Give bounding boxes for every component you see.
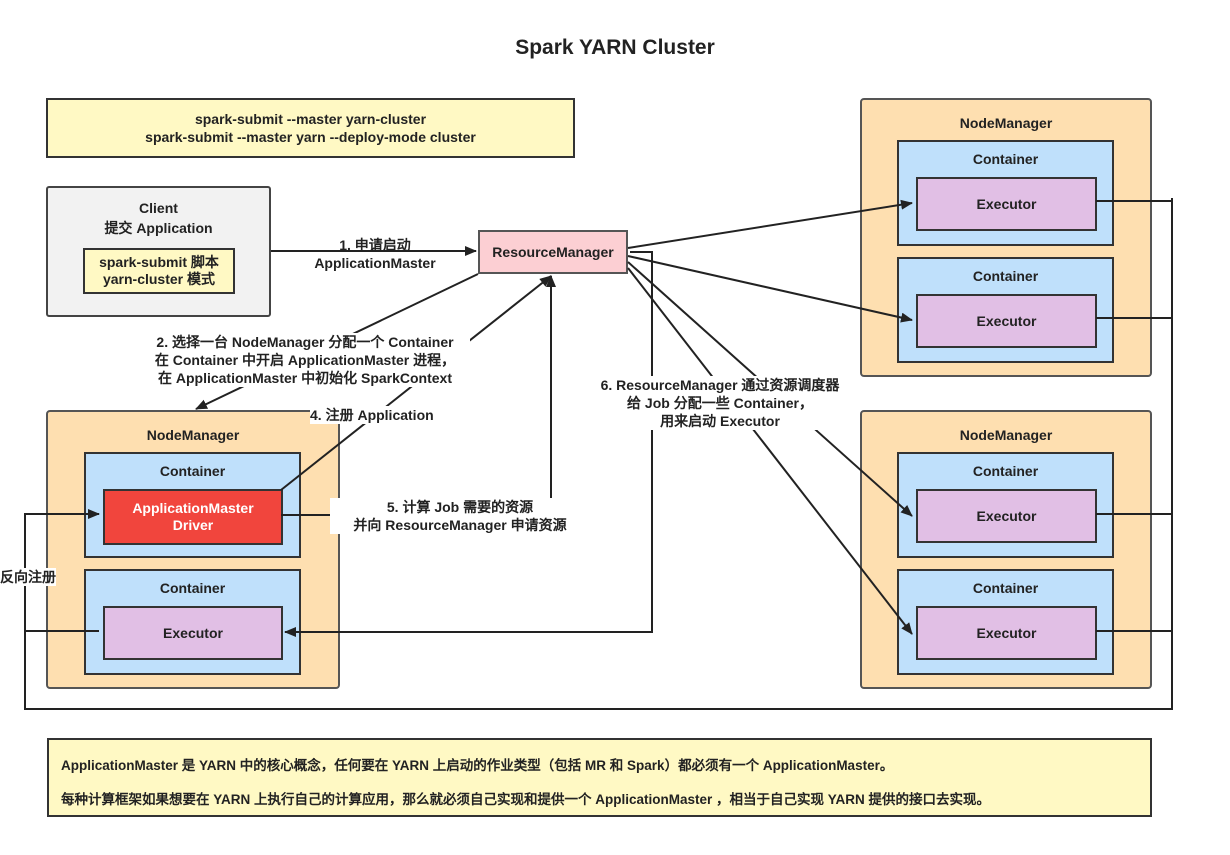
step6-line-2: 给 Job 分配一些 Container， [590, 394, 850, 412]
left-container-executor: Container Executor [84, 569, 301, 675]
bottom-note: ApplicationMaster 是 YARN 中的核心概念，任何要在 YAR… [47, 738, 1152, 817]
step1-line-2: ApplicationMaster [314, 255, 436, 271]
bottom-note-line-1: ApplicationMaster 是 YARN 中的核心概念，任何要在 YAR… [61, 758, 894, 773]
right-bottom-container-2: Container Executor [897, 569, 1114, 675]
left-container-app-master: Container ApplicationMaster Driver [84, 452, 301, 558]
container-title: Container [972, 463, 1039, 479]
step1-label: 1. 申请启动 ApplicationMaster [300, 236, 450, 272]
container-title: Container [159, 580, 226, 596]
step6-line-1: 6. ResourceManager 通过资源调度器 [590, 376, 850, 394]
left-node-manager: NodeManager Container ApplicationMaster … [46, 410, 340, 689]
step5-line-2: 并向 ResourceManager 申请资源 [330, 516, 590, 534]
command-line-1: spark-submit --master yarn-cluster [194, 111, 427, 127]
driver-label: Driver [172, 517, 214, 533]
right-top-node-manager: NodeManager Container Executor Container… [860, 98, 1152, 377]
command-line-2: spark-submit --master yarn --deploy-mode… [145, 129, 476, 145]
step2-line-2: 在 Container 中开启 ApplicationMaster 进程， [140, 351, 470, 369]
executor-label: Executor [976, 312, 1037, 329]
arrow-rm-executor-2 [627, 255, 913, 323]
client-box: Client 提交 Application spark-submit 脚本 ya… [46, 186, 271, 317]
right-bottom-container-1: Container Executor [897, 452, 1114, 558]
container-title: Container [972, 580, 1039, 596]
right-top-node-manager-title: NodeManager [959, 115, 1053, 131]
arrow-rm-executor-1 [627, 199, 913, 249]
step5-line-1: 5. 计算 Job 需要的资源 [330, 498, 590, 516]
executor: Executor [916, 489, 1097, 543]
step5-label: 5. 计算 Job 需要的资源 并向 ResourceManager 申请资源 [330, 498, 590, 534]
bottom-note-line-2: 每种计算框架如果想要在 YARN 上执行自己的计算应用，那么就必须自己实现和提供… [61, 792, 991, 807]
right-bottom-node-manager: NodeManager Container Executor Container… [860, 410, 1152, 689]
command-note: spark-submit --master yarn-cluster spark… [46, 98, 575, 158]
right-top-container-1: Container Executor [897, 140, 1114, 246]
script-line-1: spark-submit 脚本 [99, 254, 219, 270]
script-line-2: yarn-cluster 模式 [102, 271, 216, 287]
step6-line-3: 用来启动 Executor [590, 412, 850, 430]
executor: Executor [916, 606, 1097, 660]
application-master-label: ApplicationMaster [132, 500, 254, 516]
application-master-driver: ApplicationMaster Driver [103, 489, 283, 545]
executor-label: Executor [163, 624, 223, 641]
step1-line-1: 1. 申请启动 [339, 237, 411, 253]
step2-label: 2. 选择一台 NodeManager 分配一个 Container 在 Con… [140, 333, 470, 387]
step2-line-1: 2. 选择一台 NodeManager 分配一个 Container [140, 333, 470, 351]
step2-line-3: 在 ApplicationMaster 中初始化 SparkContext [140, 369, 470, 387]
arrow-step5 [281, 275, 556, 516]
right-top-container-2: Container Executor [897, 257, 1114, 363]
executor-label: Executor [976, 624, 1037, 641]
client-title: Client [139, 200, 178, 216]
diagram-title: Spark YARN Cluster [515, 36, 715, 59]
resource-manager: ResourceManager [478, 230, 628, 274]
client-subtitle: 提交 Application [104, 220, 213, 236]
reverse-register-label: 反向注册 [0, 568, 56, 586]
container-title: Container [972, 268, 1039, 284]
executor: Executor [916, 294, 1097, 348]
step6-label: 6. ResourceManager 通过资源调度器 给 Job 分配一些 Co… [590, 376, 850, 430]
spark-submit-script: spark-submit 脚本 yarn-cluster 模式 [83, 248, 235, 294]
executor-label: Executor [976, 507, 1037, 524]
left-node-manager-title: NodeManager [146, 427, 240, 443]
arrow-rm-executor-4 [627, 267, 913, 635]
container-title: Container [972, 151, 1039, 167]
container-title: Container [159, 463, 226, 479]
executor: Executor [103, 606, 283, 660]
right-bottom-node-manager-title: NodeManager [959, 427, 1053, 443]
executor-label: Executor [976, 195, 1037, 212]
step4-label: 4. 注册 Application [310, 406, 434, 424]
executor: Executor [916, 177, 1097, 231]
reverse-register-loop [24, 198, 1173, 710]
arrow-rm-left-executor [284, 251, 653, 637]
resource-manager-label: ResourceManager [492, 243, 614, 260]
